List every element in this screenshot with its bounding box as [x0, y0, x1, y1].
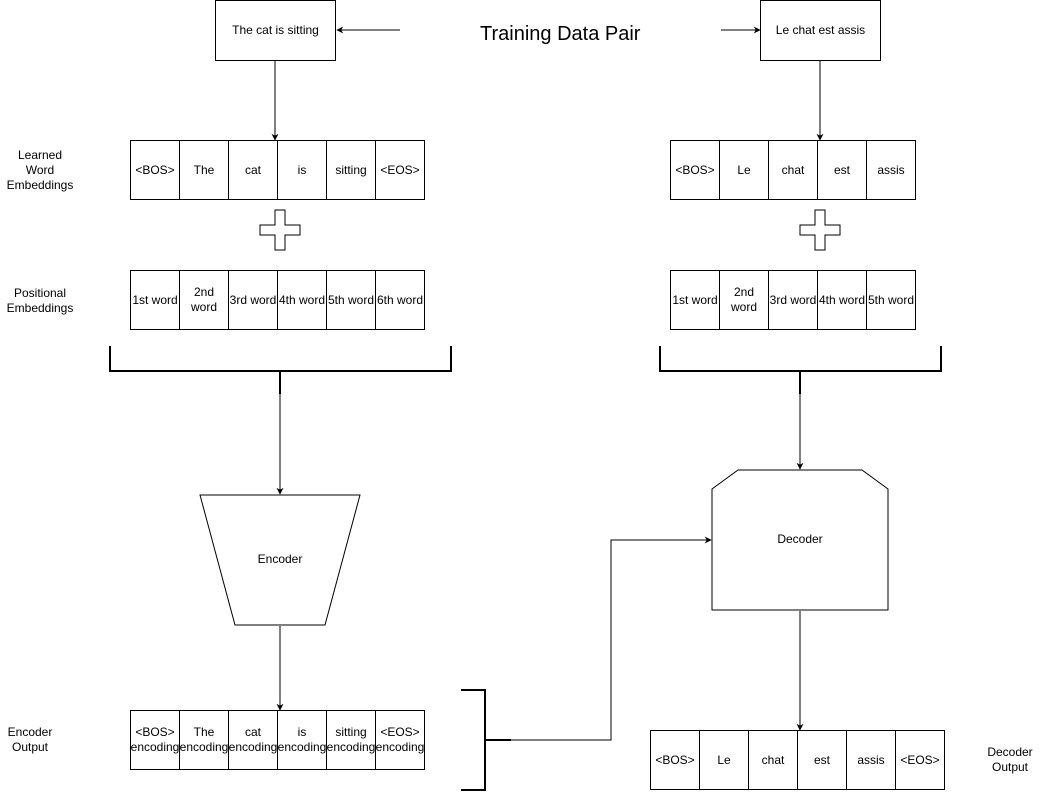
decoder-input-bracket	[659, 346, 942, 372]
word-embedding-cell: sitting	[326, 140, 376, 200]
word-embedding-cell: <EOS>	[375, 140, 425, 200]
encoder-output-cell: The encoding	[179, 710, 229, 770]
decoder-output-cell: Le	[699, 730, 749, 790]
encoder-shape	[199, 494, 361, 626]
positional-embedding-cell: 4th word	[817, 270, 867, 330]
encoder-output-cell: <EOS> encoding	[375, 710, 425, 770]
positional-embedding-cell: 3rd word	[768, 270, 818, 330]
positional-embedding-cell: 5th word	[326, 270, 376, 330]
encoder-positional-embeddings-row: 1st word 2nd word 3rd word 4th word 5th …	[130, 270, 425, 330]
word-embedding-cell: <BOS>	[670, 140, 720, 200]
encoder-output-bracket	[461, 689, 486, 791]
decoder-word-embeddings-row: <BOS> Le chat est assis	[670, 140, 916, 200]
positional-embedding-cell: 5th word	[866, 270, 916, 330]
plus-icon	[259, 209, 301, 251]
encoder-to-decoder-arrow	[511, 536, 712, 741]
word-embedding-cell: est	[817, 140, 867, 200]
positional-embeddings-label: Positional Embeddings	[6, 286, 74, 315]
decoder-output-row: <BOS> Le chat est assis <EOS>	[650, 730, 945, 790]
word-embedding-cell: is	[277, 140, 327, 200]
plus-icon	[799, 209, 841, 251]
encoder-output-cell: sitting encoding	[326, 710, 376, 770]
word-embedding-cell: The	[179, 140, 229, 200]
encoder-output-label: Encoder Output	[7, 725, 53, 754]
word-embedding-cell: assis	[866, 140, 916, 200]
positional-embedding-cell: 2nd word	[719, 270, 769, 330]
positional-embedding-cell: 1st word	[670, 270, 720, 330]
decoder-output-cell: est	[797, 730, 847, 790]
source-sentence-box: The cat is sitting	[215, 0, 336, 61]
positional-embedding-cell: 6th word	[375, 270, 425, 330]
positional-embedding-cell: 3rd word	[228, 270, 278, 330]
encoder-output-cell: <BOS> encoding	[130, 710, 180, 770]
encoder-word-embeddings-row: <BOS> The cat is sitting <EOS>	[130, 140, 425, 200]
word-embedding-cell: cat	[228, 140, 278, 200]
positional-embedding-cell: 1st word	[130, 270, 180, 330]
encoder-output-row: <BOS> encoding The encoding cat encoding…	[130, 710, 425, 770]
encoder-output-cell: cat encoding	[228, 710, 278, 770]
encoder-output-cell: is encoding	[277, 710, 327, 770]
decoder-output-label: Decoder Output	[987, 745, 1033, 774]
target-sentence-box: Le chat est assis	[760, 0, 881, 61]
decoder-shape	[711, 469, 889, 611]
decoder-output-cell: <BOS>	[650, 730, 700, 790]
decoder-output-cell: <EOS>	[895, 730, 945, 790]
positional-embedding-cell: 4th word	[277, 270, 327, 330]
decoder-positional-embeddings-row: 1st word 2nd word 3rd word 4th word 5th …	[670, 270, 916, 330]
word-embedding-cell: Le	[719, 140, 769, 200]
page-title: Training Data Pair	[480, 23, 641, 45]
learned-word-embeddings-label: Learned Word Embeddings	[6, 148, 74, 192]
word-embedding-cell: <BOS>	[130, 140, 180, 200]
decoder-output-cell: chat	[748, 730, 798, 790]
encoder-label: Encoder	[257, 552, 303, 566]
encoder-input-bracket	[109, 346, 452, 372]
word-embedding-cell: chat	[768, 140, 818, 200]
decoder-output-cell: assis	[846, 730, 896, 790]
decoder-label: Decoder	[777, 532, 823, 546]
positional-embedding-cell: 2nd word	[179, 270, 229, 330]
